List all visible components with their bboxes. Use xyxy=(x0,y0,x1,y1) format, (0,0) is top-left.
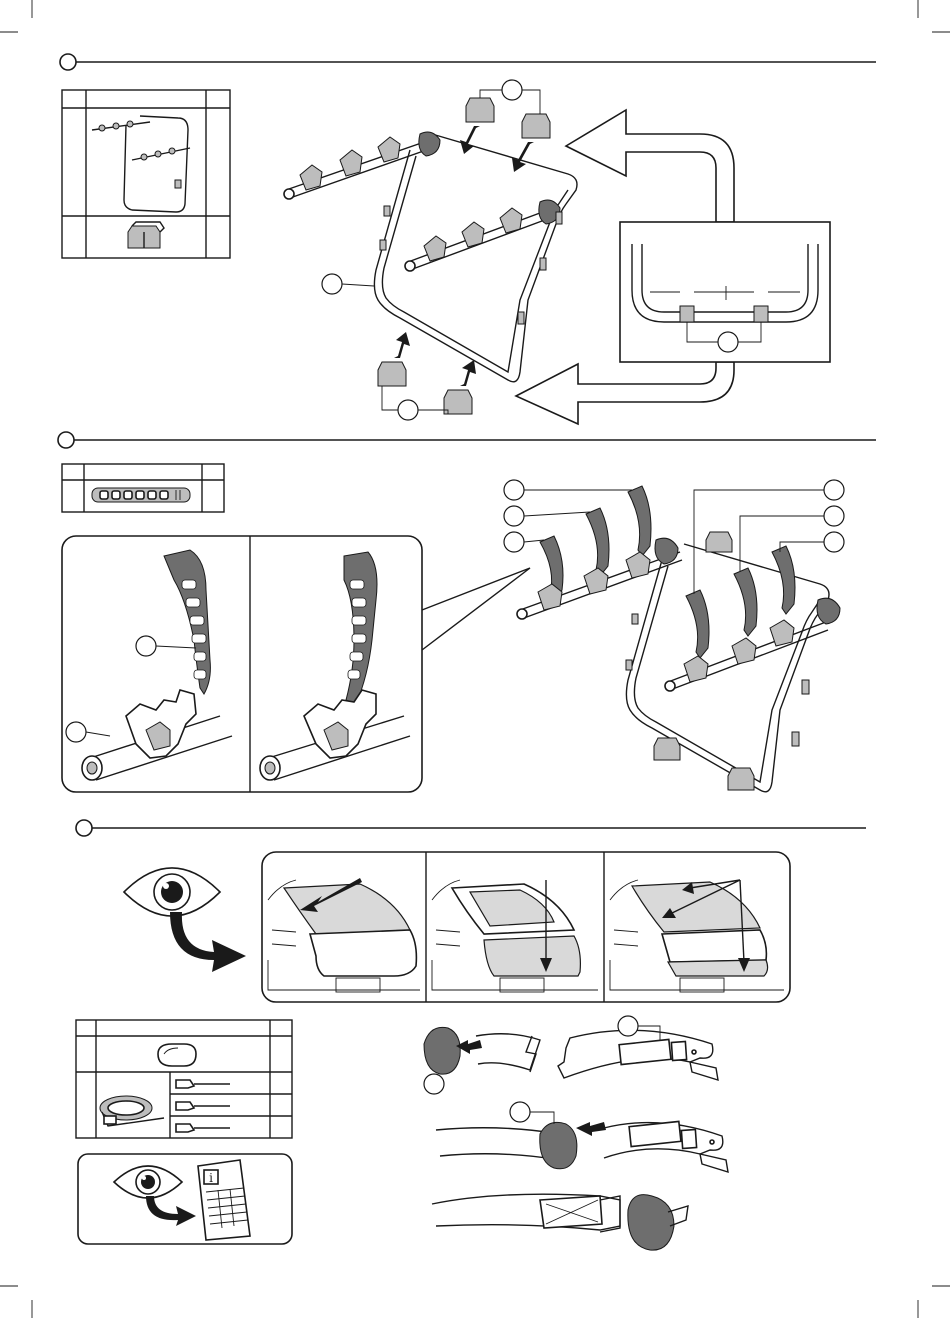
top-foam-pads xyxy=(460,80,550,172)
step-1-header xyxy=(60,54,876,70)
ratchet-strap-thumbnail xyxy=(100,1096,164,1126)
callout-frame xyxy=(322,274,342,294)
read-manual-box: i xyxy=(78,1154,292,1244)
end-cap-assembly-2 xyxy=(436,1102,728,1172)
rack-thumbnail xyxy=(92,116,190,212)
info-icon: i xyxy=(209,1171,213,1185)
callout-pads-top xyxy=(502,80,522,100)
end-cap-assembly-3 xyxy=(432,1194,688,1250)
callout-strap xyxy=(136,636,156,656)
step-1-parts-table xyxy=(62,90,230,258)
callout-velcro xyxy=(618,1016,638,1036)
step-3-header xyxy=(76,820,866,836)
eye-icon xyxy=(124,868,246,972)
callout-end-cap-1 xyxy=(424,1074,444,1094)
strap-thumbnail xyxy=(92,488,190,502)
manual-book-icon: i xyxy=(198,1160,250,1240)
step-2-header xyxy=(58,432,876,448)
step-3-parts-table xyxy=(76,1020,292,1138)
rack-frame-drawing xyxy=(284,132,577,382)
strap-zoom-box xyxy=(62,536,530,792)
step-2-parts-table xyxy=(62,464,224,512)
pad-position-detail xyxy=(620,222,830,362)
foam-pad-thumbnail xyxy=(128,222,164,248)
end-cap-assembly-1 xyxy=(424,1016,718,1094)
callout-end-cap-2 xyxy=(510,1102,530,1122)
rack-with-straps-drawing xyxy=(517,486,840,792)
callout-cradle xyxy=(66,722,86,742)
callout-pad-detail xyxy=(718,332,738,352)
end-cap-thumbnail xyxy=(158,1044,196,1066)
callout-pads-bottom xyxy=(398,400,418,420)
strap-ends-thumbnails xyxy=(176,1080,230,1132)
